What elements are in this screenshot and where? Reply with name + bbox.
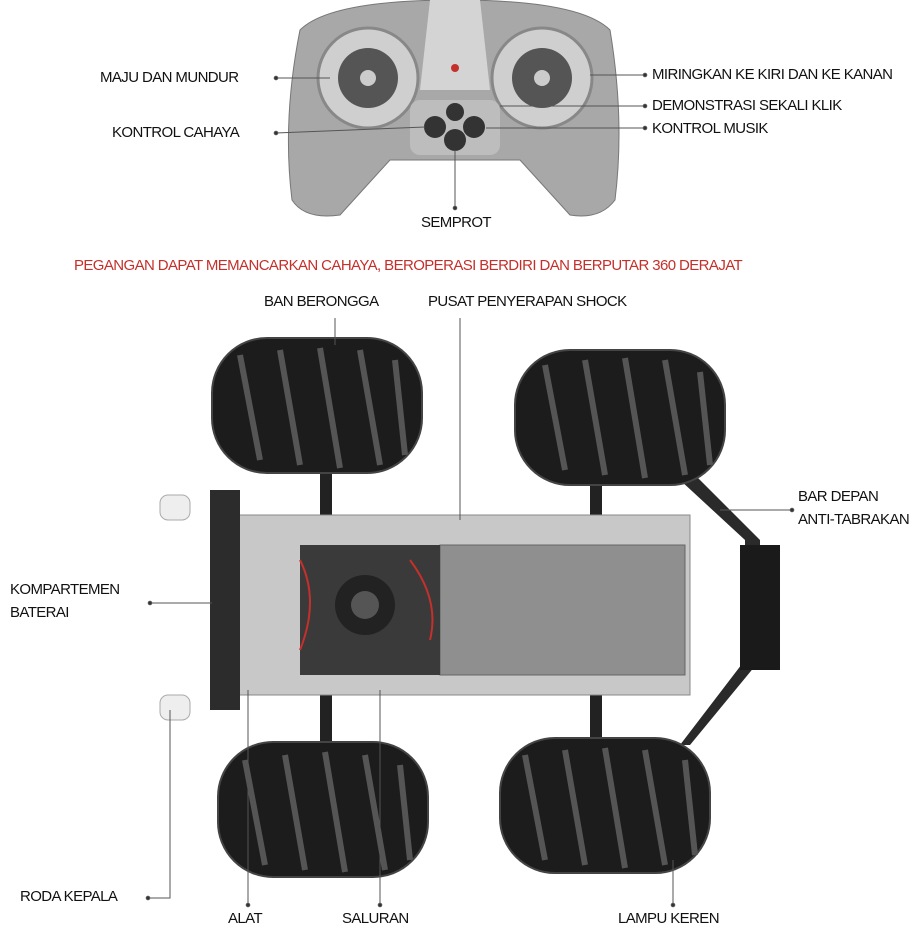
label-spray: SEMPROT	[421, 214, 492, 231]
label-battery-2: BATERAI	[10, 604, 69, 621]
label-channel: SALURAN	[342, 910, 409, 927]
label-tool: ALAT	[228, 910, 263, 927]
label-shock: PUSAT PENYERAPAN SHOCK	[428, 293, 627, 310]
label-light-control: KONTROL CAHAYA	[112, 124, 240, 141]
label-hollow-tire: BAN BERONGGA	[264, 293, 379, 310]
tire-rear-left	[217, 741, 429, 878]
spray-button-icon	[444, 129, 466, 151]
label-demo: DEMONSTRASI SEKALI KLIK	[652, 97, 842, 114]
rc-car	[159, 337, 780, 878]
label-cool-light: LAMPU KEREN	[618, 910, 720, 927]
label-bumper-2: ANTI-TABRAKAN	[798, 511, 910, 528]
demo-button-icon	[446, 103, 464, 121]
label-tilt: MIRINGKAN KE KIRI DAN KE KANAN	[652, 66, 893, 83]
headline: PEGANGAN DAPAT MEMANCARKAN CAHAYA, BEROP…	[74, 257, 743, 274]
label-head-wheel: RODA KEPALA	[20, 888, 118, 905]
tire-front-left	[211, 337, 423, 474]
tire-front-right	[514, 349, 726, 486]
remote-controller	[287, 0, 620, 217]
light-button-icon	[424, 116, 446, 138]
music-button-icon	[463, 116, 485, 138]
label-battery-1: KOMPARTEMEN	[10, 581, 120, 598]
label-forward-backward: MAJU DAN MUNDUR	[100, 69, 239, 86]
label-bumper-1: BAR DEPAN	[798, 488, 879, 505]
label-music: KONTROL MUSIK	[652, 120, 768, 137]
